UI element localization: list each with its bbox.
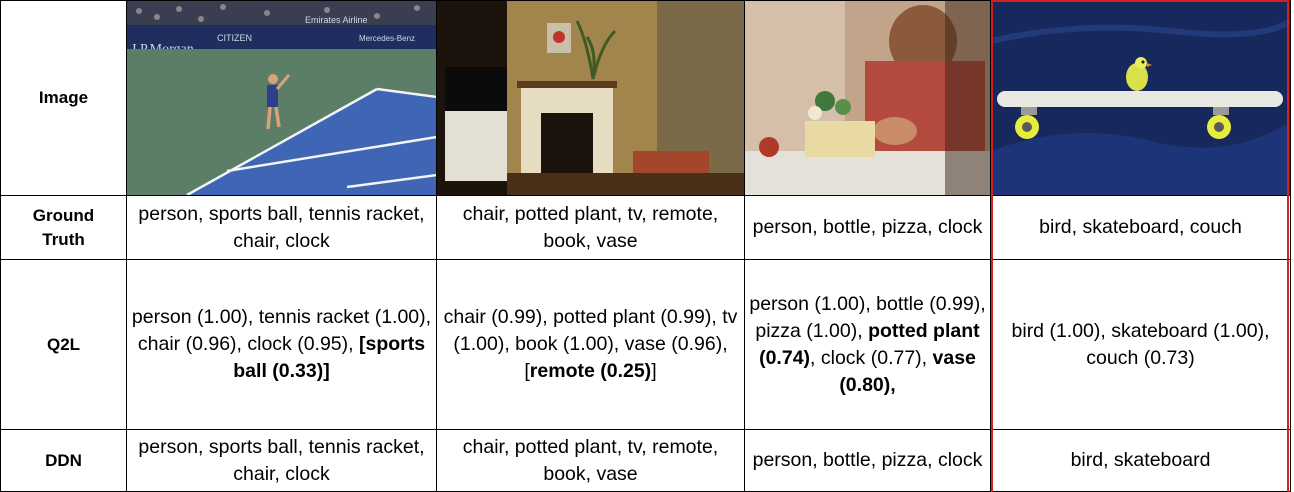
row-label-q2l: Q2L: [0, 259, 127, 430]
image-cell-4: [990, 0, 1291, 196]
sign-text-mercedes: Mercedes-Benz: [359, 34, 415, 43]
row-label-ddn: DDN: [0, 429, 127, 492]
q2l-cell-1: person (1.00), tennis racket (1.00), cha…: [126, 259, 437, 430]
kitchen-photo: [745, 1, 990, 195]
image-row: Image J.P.Morgan CITIZEN Emirates Airlin…: [0, 0, 1291, 196]
sign-text-citizen: CITIZEN: [217, 33, 252, 43]
row-label-ground: Ground: [32, 205, 95, 225]
ground-truth-row: Ground Truth person, sports ball, tennis…: [0, 195, 1291, 260]
ground-truth-cell-4: bird, skateboard, couch: [990, 195, 1291, 260]
ground-truth-cell-1: person, sports ball, tennis racket, chai…: [126, 195, 437, 260]
ground-truth-cell-2: chair, potted plant, tv, remote, book, v…: [436, 195, 745, 260]
bird-on-skateboard-photo: [991, 1, 1290, 195]
row-label-image: Image: [0, 0, 127, 196]
q2l-cell-2-bold: remote (0.25): [529, 360, 652, 382]
image-cell-3: [744, 0, 991, 196]
living-room-photo: [437, 1, 744, 195]
q2l-cell-3: person (1.00), bottle (0.99), pizza (1.0…: [744, 259, 991, 430]
sign-text-emirates: Emirates Airline: [305, 15, 368, 25]
row-label-ground-truth: Ground Truth: [0, 195, 127, 260]
image-cell-2: [436, 0, 745, 196]
ddn-cell-2: chair, potted plant, tv, remote, book, v…: [436, 429, 745, 492]
row-label-truth: Truth: [42, 229, 85, 249]
image-cell-1: J.P.Morgan CITIZEN Emirates Airline Merc…: [126, 0, 437, 196]
q2l-cell-2: chair (0.99), potted plant (0.99), tv (1…: [436, 259, 745, 430]
q2l-cell-3-text: person (1.00), bottle (0.99), pizza (1.0…: [749, 292, 986, 342]
q2l-cell-3-bold2: vase (0.80),: [839, 346, 976, 396]
q2l-cell-4: bird (1.00), skateboard (1.00), couch (0…: [990, 259, 1291, 430]
ddn-cell-1: person, sports ball, tennis racket, chai…: [126, 429, 437, 492]
ddn-cell-4: bird, skateboard: [990, 429, 1291, 492]
ddn-cell-3: person, bottle, pizza, clock: [744, 429, 991, 492]
q2l-row: Q2L person (1.00), tennis racket (1.00),…: [0, 259, 1291, 430]
ddn-row: DDN person, sports ball, tennis racket, …: [0, 429, 1291, 492]
bird-icon: [1126, 57, 1152, 91]
q2l-cell-2-text: chair (0.99), potted plant (0.99), tv (1…: [443, 306, 738, 382]
tennis-player-figure: [266, 74, 291, 130]
q2l-cell-3-mid: , clock (0.77),: [810, 346, 933, 369]
q2l-cell-1-bold: [sports ball (0.33)]: [233, 333, 426, 382]
ground-truth-cell-3: person, bottle, pizza, clock: [744, 195, 991, 260]
q2l-cell-4-text: bird (1.00), skateboard (1.00), couch (0…: [1011, 319, 1270, 369]
q2l-cell-1-text: person (1.00), tennis racket (1.00), cha…: [131, 306, 432, 355]
q2l-cell-2-tail: ]: [651, 360, 657, 382]
q2l-cell-3-bold: potted plant (0.74): [759, 319, 980, 369]
tv-icon: [445, 67, 507, 111]
tennis-court-photo: J.P.Morgan CITIZEN Emirates Airline Merc…: [127, 1, 436, 195]
skateboard-icon: [997, 91, 1283, 107]
